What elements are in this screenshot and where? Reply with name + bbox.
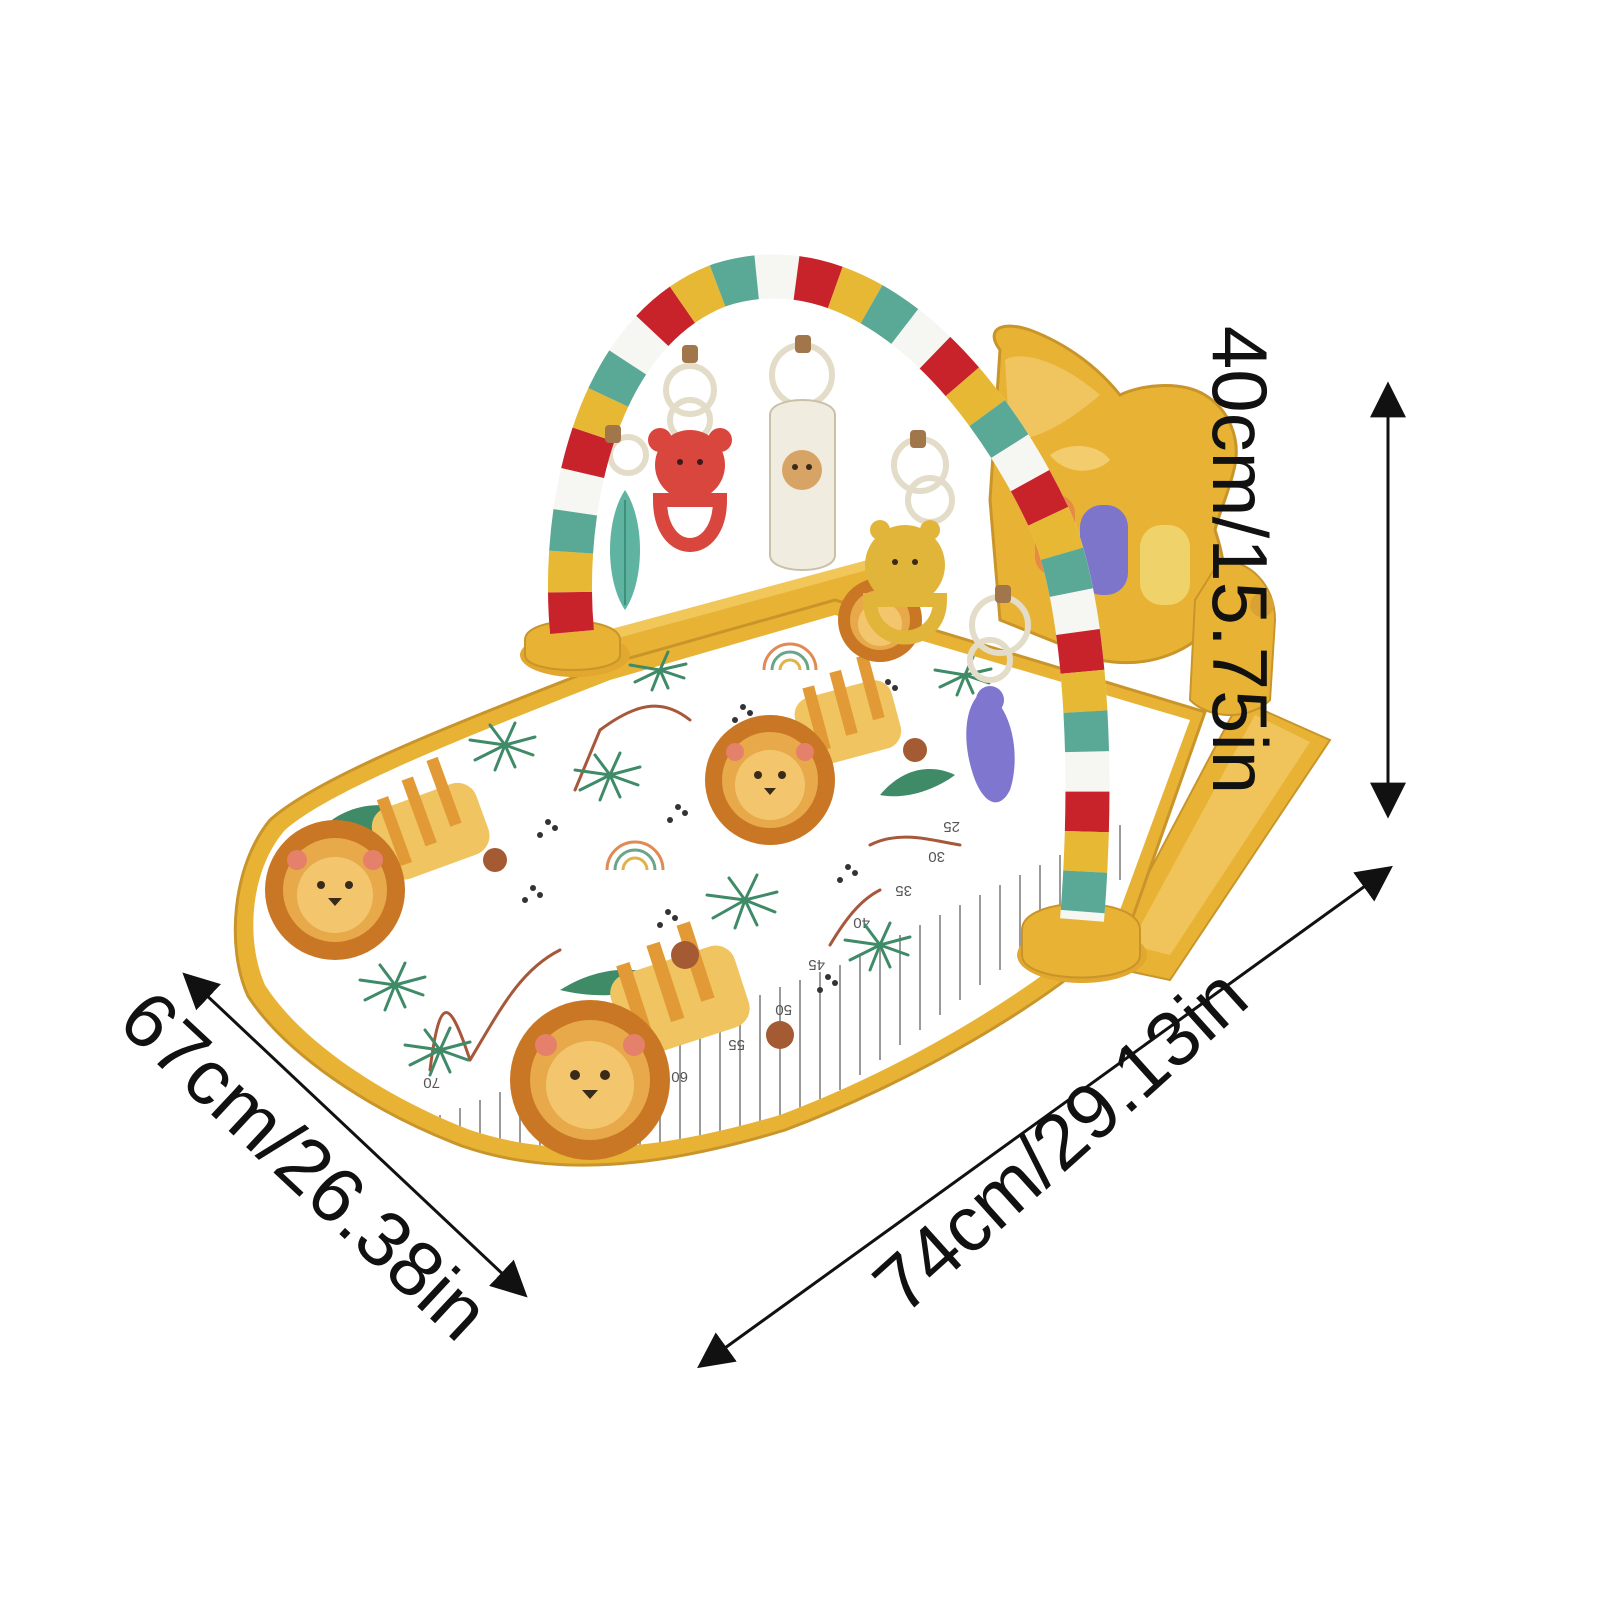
piano-key-purple bbox=[1080, 505, 1128, 595]
left-arch-base bbox=[520, 620, 630, 677]
lion-illustration bbox=[265, 756, 507, 960]
ruler-tick-label: 30 bbox=[928, 848, 945, 865]
ruler-tick-label: 70 bbox=[423, 1074, 440, 1091]
ruler-tick-label: 55 bbox=[728, 1036, 745, 1053]
right-arch-base bbox=[1017, 902, 1147, 983]
ruler-tick-label: 45 bbox=[808, 956, 825, 973]
piano-key-yellow bbox=[1140, 525, 1190, 605]
length-arrow bbox=[697, 865, 1393, 1369]
play-mat: 25 30 35 40 45 50 55 60 65 70 bbox=[233, 578, 1207, 1167]
ruler-tick-label: 35 bbox=[895, 882, 912, 899]
palm-leaf-decoration bbox=[358, 650, 993, 1077]
lion-illustration bbox=[705, 654, 927, 845]
striped-arch bbox=[548, 254, 1110, 922]
ruler-tick-label: 50 bbox=[775, 1001, 792, 1018]
yellow-lion-rattle-icon bbox=[862, 520, 948, 645]
rainbow-decoration bbox=[605, 642, 818, 871]
red-bear-rattle-icon bbox=[648, 428, 732, 552]
width-arrow bbox=[182, 972, 528, 1298]
ruler-tick-label: 60 bbox=[671, 1068, 688, 1085]
teal-corn-toy-icon bbox=[610, 490, 640, 610]
ruler-tick-label: 25 bbox=[943, 818, 960, 835]
purple-bunny-toy-icon bbox=[966, 686, 1015, 803]
lion-illustration bbox=[510, 921, 794, 1160]
arch-clips bbox=[605, 335, 1011, 603]
height-dimension-label: 40cm/15.75in bbox=[1196, 325, 1284, 795]
vine-decoration bbox=[428, 704, 962, 1072]
mirror-card-icon bbox=[769, 399, 836, 571]
